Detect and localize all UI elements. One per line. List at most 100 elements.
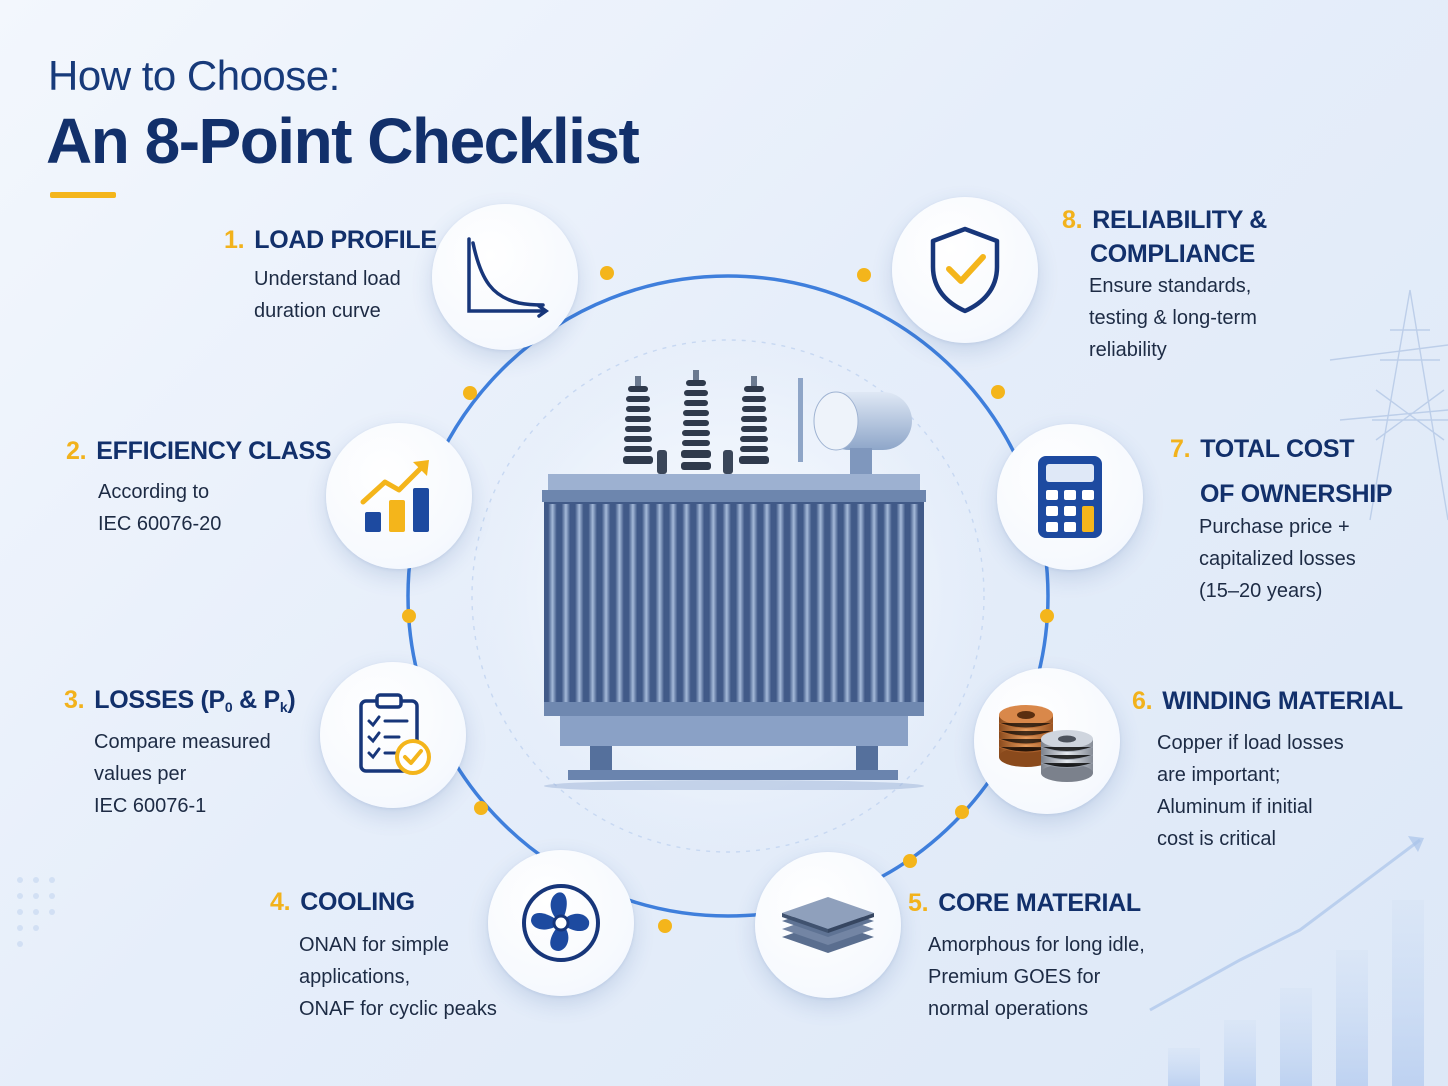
radiator-fin (869, 504, 879, 702)
item-2-title-text: EFFICIENCY CLASS (96, 437, 332, 465)
item-7-title: 7. TOTAL COST OF OWNERSHIP (1170, 433, 1393, 510)
item-3-number: 3. (64, 686, 85, 714)
shield-check-icon (930, 226, 1000, 314)
item-5-desc-line: normal operations (928, 998, 1089, 1020)
item-3-title-prefix: LOSSES (P (94, 686, 225, 714)
radiator-fin (615, 504, 624, 702)
item-3-title: 3. LOSSES (P0 & Pk) (64, 684, 296, 723)
load-profile-icon-circle (432, 204, 578, 350)
title-underline (50, 192, 116, 198)
item-3-desc-line: IEC 60076-1 (94, 795, 207, 817)
losses-icon-circle (320, 662, 466, 808)
item-8-desc-line: reliability (1089, 339, 1167, 361)
item-1-desc-line: Understand load (254, 268, 401, 290)
radiator-fin (601, 504, 611, 702)
item-3-description: Compare measured values per IEC 60076-1 (94, 726, 271, 822)
radiator-fin (695, 504, 705, 702)
load-curve-icon (467, 237, 550, 318)
radiator-fin (735, 504, 745, 702)
item-3-title-suffix: ) (287, 686, 296, 714)
radiator-fin (708, 504, 718, 702)
radiator-fin (802, 504, 812, 702)
item-4-desc-line: ONAN for simple (299, 934, 450, 956)
radiator-fin (775, 504, 785, 702)
item-3-title-mid: & P (232, 686, 280, 714)
ring-dots (402, 266, 1054, 933)
item-2-description: According to IEC 60076-20 (98, 476, 221, 540)
item-2-number: 2. (66, 437, 87, 465)
item-6-desc-line: Copper if load losses (1157, 732, 1344, 754)
item-8-desc-line: testing & long-term (1089, 307, 1257, 329)
item-6-number: 6. (1132, 687, 1153, 715)
item-7-number: 7. (1170, 435, 1191, 463)
inner-ring (471, 339, 985, 853)
radiator-fin (842, 504, 852, 702)
item-8-desc-line: Ensure standards, (1089, 275, 1252, 297)
item-8-title-line-1: RELIABILITY & (1092, 206, 1268, 234)
item-8-number: 8. (1062, 206, 1083, 234)
page-title: An 8-Point Checklist (46, 105, 640, 177)
transformer-illustration (542, 370, 926, 790)
item-7-description: Purchase price + capitalized losses (15–… (1199, 511, 1356, 607)
item-4-desc-line: applications, (299, 966, 411, 988)
core-material-icon-circle (755, 852, 901, 998)
radiator-fin (641, 504, 651, 702)
radiator-fin (668, 504, 678, 702)
item-4-desc-line: ONAF for cyclic peaks (299, 998, 497, 1020)
item-7-title-line-1: TOTAL COST (1200, 435, 1355, 463)
item-4-title-text: COOLING (300, 888, 415, 916)
radiator-fin (588, 504, 598, 702)
item-8-title-line-2: COMPLIANCE (1090, 240, 1256, 268)
item-6-title-text: WINDING MATERIAL (1162, 687, 1403, 715)
item-6-desc-line: Aluminum if initial (1157, 796, 1313, 818)
radiator-fin (829, 504, 839, 702)
item-8-title: 8. RELIABILITY & COMPLIANCE (1062, 204, 1267, 270)
item-3-desc-line: values per (94, 763, 187, 785)
radiator-fin (896, 504, 906, 702)
item-7-desc-line: Purchase price + (1199, 516, 1350, 538)
reliability-icon-circle (892, 197, 1038, 343)
item-5-desc-line: Premium GOES for (928, 966, 1101, 988)
item-3-subscript-0: 0 (224, 699, 233, 715)
item-6-description: Copper if load losses are important; Alu… (1157, 727, 1344, 855)
item-7-title-line-2: OF OWNERSHIP (1200, 480, 1393, 508)
bushings (623, 370, 769, 474)
item-2-desc-line: According to (98, 481, 210, 503)
item-7-desc-line: (15–20 years) (1199, 580, 1323, 602)
radiator-fins (544, 502, 924, 712)
item-5-desc-line: Amorphous for long idle, (928, 934, 1145, 956)
item-4-title: 4.COOLING (270, 886, 415, 918)
radiator-fin (816, 504, 825, 702)
radiator-fin (548, 504, 557, 702)
radiator-fin (722, 504, 732, 702)
cooling-icon-circle (488, 850, 634, 996)
steel-sheets-icon (782, 897, 874, 953)
item-1-number: 1. (224, 226, 245, 254)
radiator-fin (909, 504, 919, 702)
item-6-desc-line: cost is critical (1157, 828, 1276, 850)
item-1-desc-line: duration curve (254, 300, 381, 322)
item-6-desc-line: are important; (1157, 764, 1281, 786)
radiator-fin (856, 504, 866, 702)
item-5-description: Amorphous for long idle, Premium GOES fo… (928, 929, 1145, 1025)
item-7-desc-line: capitalized losses (1199, 548, 1356, 570)
item-6-title: 6. WINDING MATERIAL (1132, 685, 1403, 717)
coil-icon (998, 705, 1094, 782)
item-3-desc-line: Compare measured (94, 731, 271, 753)
radiator-fin (762, 504, 772, 702)
fin-array (548, 504, 919, 702)
radiator-fin (883, 504, 892, 702)
item-5-title-text: CORE MATERIAL (938, 889, 1141, 917)
item-3-subscript-k: k (279, 699, 288, 715)
item-1-title-text: LOAD PROFILE (254, 226, 437, 254)
radiator-fin (574, 504, 584, 702)
item-1-title: 1. LOAD PROFILE (224, 224, 437, 256)
page-subtitle: How to Choose: (48, 52, 340, 99)
radiator-fin (682, 504, 691, 702)
clipboard-check-icon (359, 693, 431, 775)
fan-icon (522, 884, 600, 962)
item-5-title: 5.CORE MATERIAL (908, 887, 1141, 919)
radiator-fin (749, 504, 758, 702)
